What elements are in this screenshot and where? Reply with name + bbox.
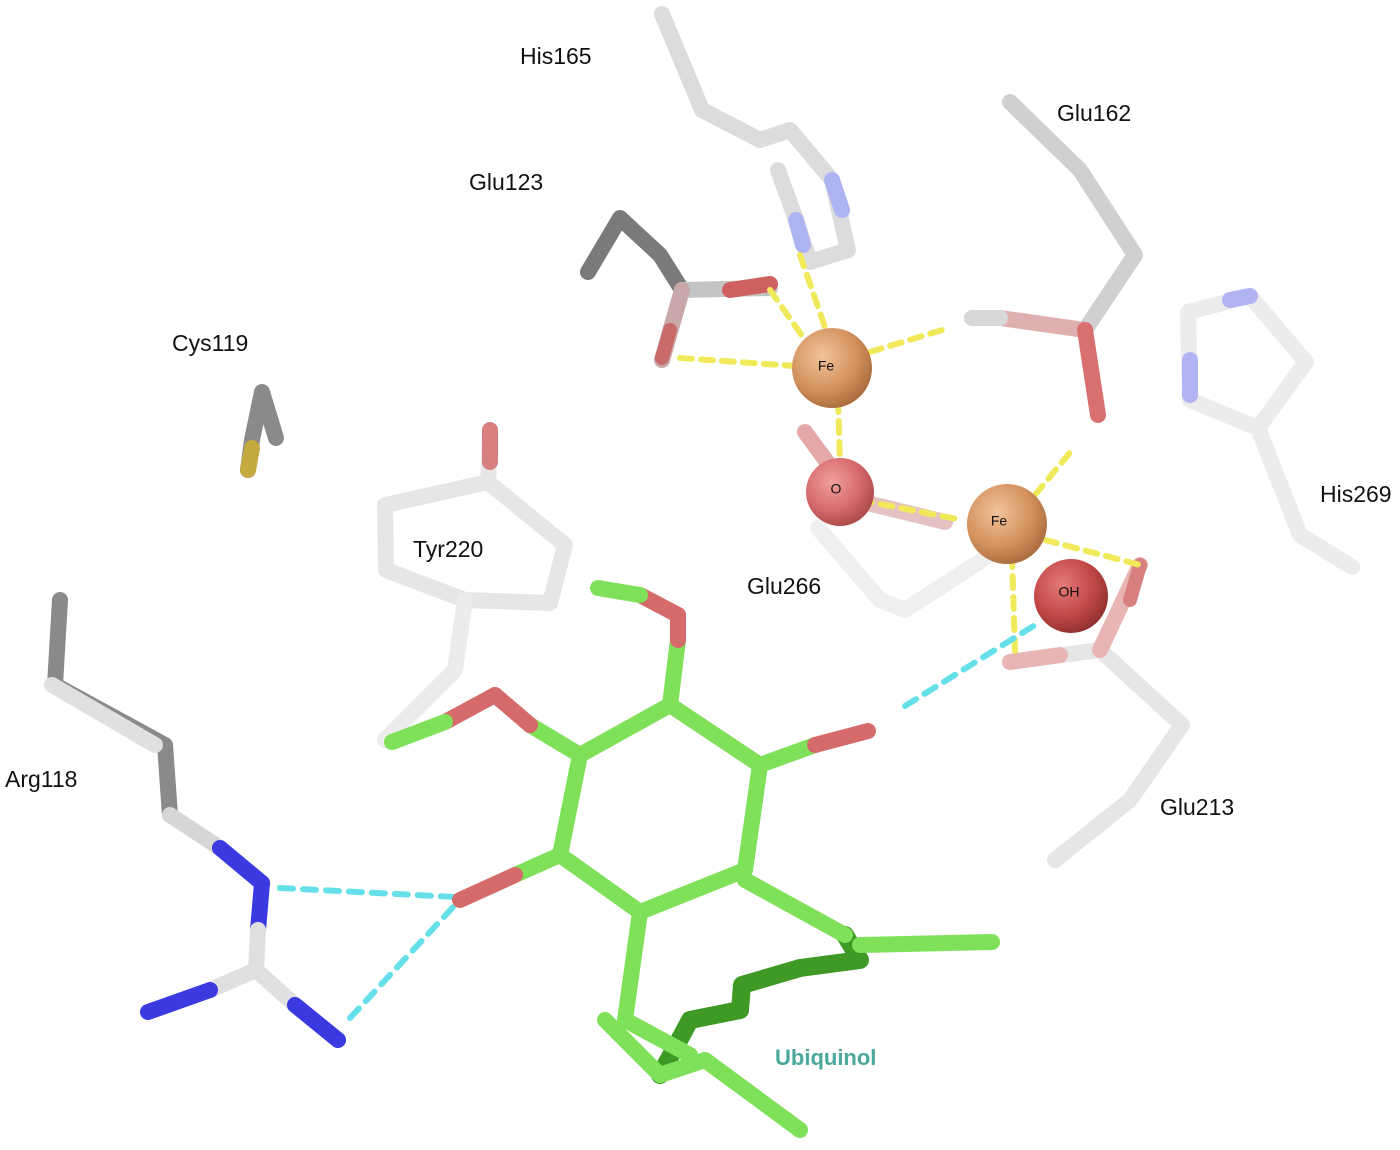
cys119-sticks	[240, 384, 284, 478]
label-glu266: Glu266	[747, 573, 821, 599]
label-his269: His269	[1320, 481, 1392, 507]
his269-sticks	[1180, 288, 1360, 575]
label-his165: His165	[520, 43, 592, 69]
svg-text:Fe: Fe	[818, 358, 835, 374]
glu213-sticks	[1002, 557, 1190, 868]
label-cys119: Cys119	[172, 330, 248, 356]
hydrogen-bonds	[277, 622, 1038, 1021]
oxo-bridge-atom: O	[806, 458, 874, 526]
arg118-sticks	[44, 592, 346, 1048]
label-arg118: Arg118	[5, 766, 77, 792]
ubiquinol-sticks	[384, 580, 1000, 1138]
his165-sticks	[654, 6, 856, 270]
glu123-sticks	[580, 210, 778, 368]
label-tyr220: Tyr220	[413, 536, 483, 562]
fe-atom-bottom: Fe	[967, 484, 1047, 564]
tyr220-sticks	[377, 422, 573, 748]
svg-text:O: O	[831, 481, 842, 497]
hydroxide-atom: OH	[1034, 559, 1108, 633]
fe-atom-top: Fe	[792, 328, 872, 408]
glu162-sticks	[964, 94, 1143, 423]
label-ubiquinol: Ubiquinol	[775, 1045, 876, 1070]
label-glu123: Glu123	[469, 169, 543, 195]
metal-coordination-contacts	[677, 252, 1143, 655]
label-glu162: Glu162	[1057, 100, 1131, 126]
label-glu213: Glu213	[1160, 794, 1234, 820]
svg-text:Fe: Fe	[991, 513, 1008, 529]
svg-text:OH: OH	[1059, 584, 1080, 600]
